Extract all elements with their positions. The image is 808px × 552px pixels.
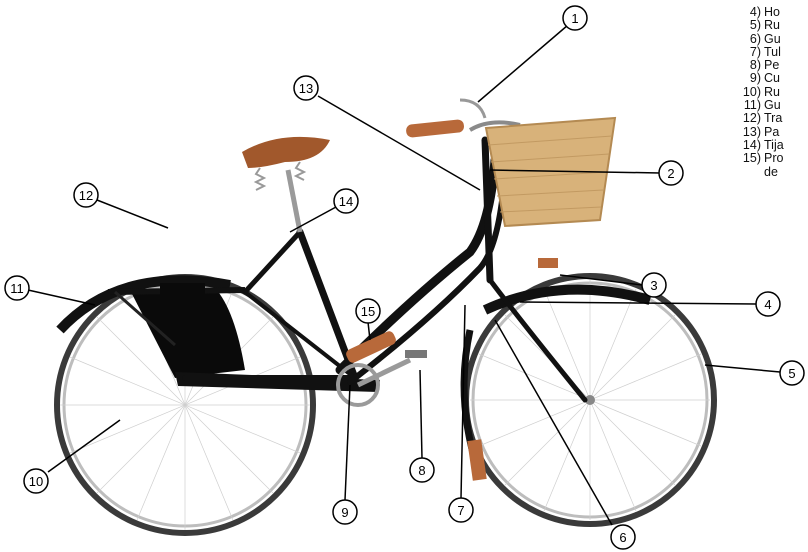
svg-text:4: 4 xyxy=(764,297,771,312)
svg-text:11: 11 xyxy=(10,281,24,296)
svg-text:13: 13 xyxy=(299,81,313,96)
svg-text:9: 9 xyxy=(341,505,348,520)
callout-5: 5 xyxy=(780,361,804,385)
leader-lines xyxy=(28,25,780,525)
brake-lever xyxy=(460,100,485,118)
callout-4: 4 xyxy=(756,292,780,316)
callout-6: 6 xyxy=(611,525,635,549)
svg-text:2: 2 xyxy=(667,166,674,181)
callout-10: 10 xyxy=(24,469,48,493)
svg-text:3: 3 xyxy=(650,278,657,293)
callout-15: 15 xyxy=(356,299,380,323)
svg-text:7: 7 xyxy=(457,503,464,518)
handlebar-grip xyxy=(406,119,465,138)
callout-9: 9 xyxy=(333,500,357,524)
callout-14: 14 xyxy=(334,189,358,213)
callout-11: 11 xyxy=(5,276,29,300)
svg-text:5: 5 xyxy=(788,366,795,381)
seat-post xyxy=(288,170,300,232)
chain-guard xyxy=(130,288,245,378)
svg-text:6: 6 xyxy=(619,530,626,545)
callout-12: 12 xyxy=(74,183,98,207)
svg-text:14: 14 xyxy=(339,194,353,209)
svg-text:1: 1 xyxy=(571,11,578,26)
callout-3: 3 xyxy=(642,273,666,297)
callout-13: 13 xyxy=(294,76,318,100)
callout-1: 1 xyxy=(563,6,587,30)
svg-text:12: 12 xyxy=(79,188,93,203)
svg-text:15: 15 xyxy=(361,304,375,319)
pedal xyxy=(405,350,427,358)
svg-text:8: 8 xyxy=(418,463,425,478)
callout-7: 7 xyxy=(449,498,473,522)
callout-2: 2 xyxy=(659,161,683,185)
headlamp xyxy=(538,258,558,268)
saddle xyxy=(242,137,330,168)
callout-8: 8 xyxy=(410,458,434,482)
svg-text:10: 10 xyxy=(29,474,43,489)
